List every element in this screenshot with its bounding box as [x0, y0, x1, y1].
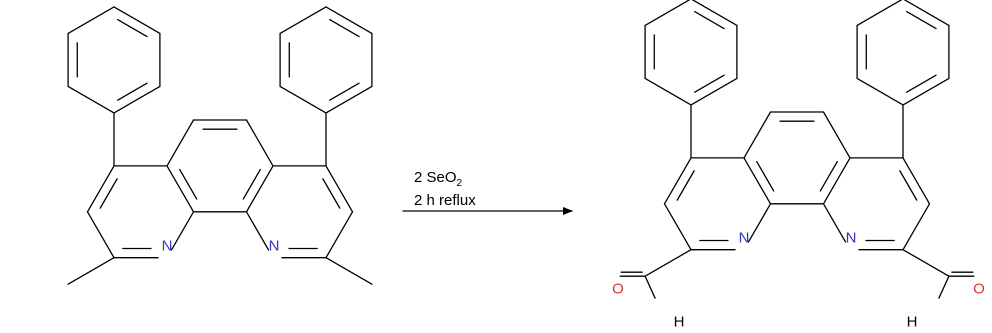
bond — [245, 119, 274, 167]
phenyl-double-bond — [906, 10, 937, 30]
aldehyde-ch-bond — [938, 275, 950, 299]
reagent-formula: 2 SeO — [414, 169, 457, 186]
bond — [170, 211, 195, 251]
phenyl-double-bond — [117, 18, 148, 38]
product-hydrogen-left-label: H — [674, 314, 685, 331]
product-hydrogen-right-label: H — [907, 314, 918, 331]
phenyl-bond — [644, 77, 692, 106]
bond — [325, 211, 354, 259]
bond — [166, 165, 195, 213]
bond — [245, 211, 270, 251]
phenyl-double-bond — [906, 74, 937, 93]
bond — [743, 111, 772, 159]
phenyl-bond — [644, 0, 691, 27]
double-bond-inner — [676, 170, 695, 201]
bond — [822, 111, 851, 159]
bond — [902, 157, 931, 205]
bond — [822, 157, 851, 205]
product-nitrogen-right-label: N — [846, 230, 857, 247]
reaction-condition-time: 2 h reflux — [414, 192, 476, 209]
product-oxygen-left-label: O — [612, 281, 624, 298]
bond — [663, 157, 692, 205]
bond — [663, 203, 692, 251]
phenyl-bond — [113, 85, 161, 114]
phenyl-double-bond — [694, 10, 725, 30]
aldehyde-carbon-bond — [902, 249, 950, 277]
bond — [902, 203, 931, 251]
product-oxygen-right-label: O — [973, 281, 985, 298]
aldehyde-carbon-bond — [644, 249, 692, 277]
phenyl-bond — [902, 77, 950, 106]
phenyl-bond — [67, 6, 115, 35]
double-bond-inner — [899, 170, 918, 201]
double-bond-inner — [819, 160, 838, 192]
bond — [743, 157, 772, 205]
reactant-nitrogen-left-label: N — [162, 238, 173, 255]
product-structure — [619, 0, 975, 299]
double-bond-inner — [322, 178, 341, 209]
phenyl-bond — [279, 85, 327, 114]
double-bond-inner — [179, 168, 198, 200]
phenyl-bond — [856, 77, 904, 106]
phenyl-bond — [325, 6, 373, 35]
phenyl-bond — [690, 77, 738, 106]
double-bond-inner — [242, 168, 261, 200]
phenyl-bond — [325, 85, 373, 114]
phenyl-bond — [856, 0, 903, 27]
reactant-nitrogen-right-label: N — [269, 238, 280, 255]
phenyl-bond — [113, 6, 161, 35]
bond — [166, 119, 195, 167]
phenyl-bond — [691, 0, 738, 27]
phenyl-double-bond — [694, 74, 725, 93]
methyl-bond — [325, 257, 373, 285]
bond — [86, 211, 115, 259]
aldehyde-ch-bond — [644, 275, 656, 299]
phenyl-bond — [279, 6, 327, 35]
methyl-bond — [67, 257, 115, 285]
phenyl-bond — [903, 0, 950, 27]
double-bond-inner — [99, 178, 118, 209]
reaction-condition-reagent: 2 SeO2 — [414, 169, 463, 189]
bond — [822, 203, 847, 243]
bond — [747, 203, 772, 243]
double-bond-inner — [756, 160, 775, 192]
phenyl-bond — [67, 85, 115, 114]
reactant-structure — [67, 6, 373, 285]
product-nitrogen-left-label: N — [739, 230, 750, 247]
bond — [86, 165, 115, 213]
bond — [245, 165, 274, 213]
phenyl-double-bond — [329, 18, 360, 38]
reagent-subscript: 2 — [457, 178, 463, 189]
bond — [325, 165, 354, 213]
phenyl-double-bond — [117, 82, 148, 101]
phenyl-double-bond — [329, 82, 360, 101]
